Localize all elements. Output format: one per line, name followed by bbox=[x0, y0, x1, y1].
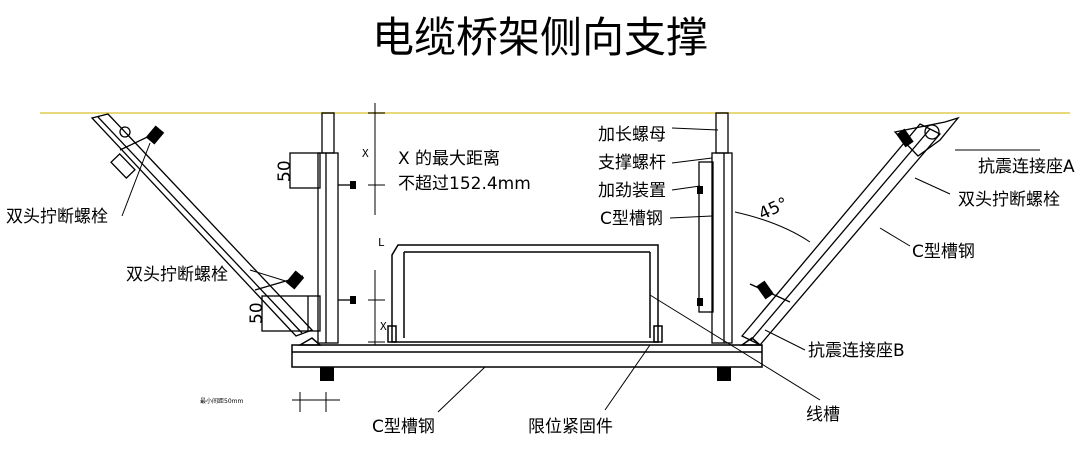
label-x-note-line2: 不超过152.4mm bbox=[398, 174, 531, 194]
label-left-bolt-top: 双头拧断螺栓 bbox=[6, 207, 108, 227]
right-vertical-post bbox=[698, 112, 733, 344]
left-top-bolt-icon bbox=[145, 125, 165, 145]
label-support-rod: 支撑螺杆 bbox=[598, 153, 666, 173]
label-limit-fastener: 限位紧固件 bbox=[528, 417, 613, 437]
label-c-channel-bottom: C型槽钢 bbox=[372, 417, 435, 437]
dim-x-bottom: X bbox=[380, 320, 387, 333]
label-c-channel-brace: C型槽钢 bbox=[912, 242, 975, 262]
right-post-stiffener-bolt-top bbox=[697, 186, 703, 194]
right-post-stiffener-bolt-bottom bbox=[697, 298, 703, 306]
label-left-bolt-mid: 双头拧断螺栓 bbox=[126, 265, 228, 285]
bottom-c-channel bbox=[291, 337, 763, 368]
right-mid-bolt-icon bbox=[756, 280, 774, 300]
label-stiffener: 加劲装置 bbox=[598, 181, 666, 201]
dim-angle: 45° bbox=[756, 194, 792, 225]
left-mid-bolt-icon bbox=[285, 270, 305, 290]
dim-l: L bbox=[378, 236, 385, 249]
dimension-lines bbox=[292, 103, 811, 412]
left-vertical-post bbox=[261, 112, 352, 344]
dim-fifty-top: 50 bbox=[275, 160, 295, 182]
label-seismic-base-a: 抗震连接座A bbox=[978, 157, 1075, 177]
cable-tray bbox=[387, 244, 663, 343]
bottom-nuts bbox=[320, 367, 731, 381]
dim-fifty-bottom: 50 bbox=[247, 302, 267, 324]
left-post-stiffener-bolt-bottom bbox=[350, 296, 356, 304]
leader-lines bbox=[121, 127, 1040, 413]
label-c-channel-right-post: C型槽钢 bbox=[600, 209, 663, 229]
page-title: 电缆桥架侧向支撑 bbox=[372, 13, 708, 62]
right-diagonal-brace bbox=[740, 116, 960, 346]
label-min-spacing: 最小间距50mm bbox=[200, 397, 243, 405]
label-cable-tray: 线槽 bbox=[806, 405, 840, 425]
left-diagonal-brace bbox=[90, 113, 314, 337]
label-seismic-base-b: 抗震连接座B bbox=[808, 341, 905, 361]
label-extended-nut: 加长螺母 bbox=[598, 125, 666, 145]
label-x-note-line1: X 的最大距离 bbox=[398, 149, 500, 169]
dim-x-top: X bbox=[362, 147, 369, 160]
label-right-bolt: 双头拧断螺栓 bbox=[958, 190, 1060, 210]
left-post-stiffener-bolt-top bbox=[350, 181, 356, 189]
right-top-bolt-icon bbox=[896, 128, 914, 148]
